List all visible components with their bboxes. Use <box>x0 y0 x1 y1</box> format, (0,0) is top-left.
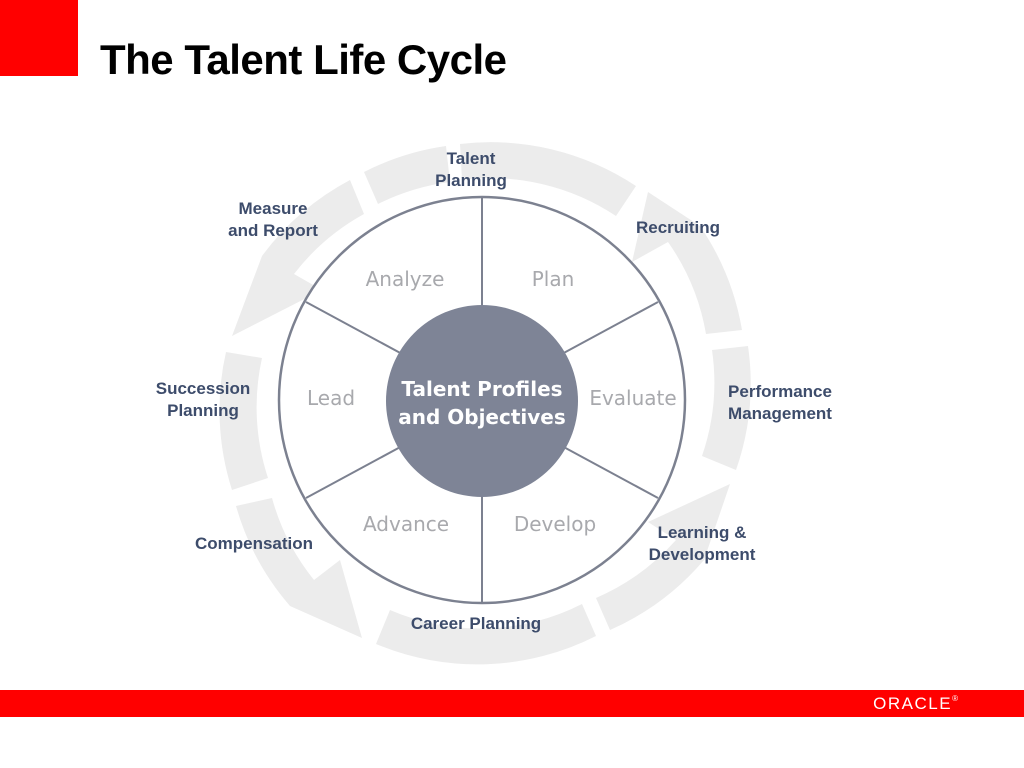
cycle-arrow-3 <box>702 346 751 470</box>
wheel-divider-upper-right <box>559 301 659 356</box>
label-performance-management: Performance Management <box>728 382 832 423</box>
wheel-divider-lower-right <box>559 444 659 499</box>
cycle-arrow-ring <box>219 142 751 665</box>
label-measure-and-report: Measure and Report <box>228 199 318 240</box>
slide-title: The Talent Life Cycle <box>100 36 507 83</box>
wheel-divider-upper-left <box>305 301 405 356</box>
center-hub <box>386 305 578 497</box>
cycle-arrow-7 <box>219 352 268 490</box>
cycle-arrow-2 <box>632 192 742 334</box>
segment-advance: Advance <box>363 512 449 536</box>
wheel-divider-lower-left <box>305 444 405 499</box>
cycle-arrow-4 <box>596 484 730 630</box>
center-label-line-1: Talent Profiles <box>401 377 562 401</box>
cycle-arrow-5 <box>376 604 596 665</box>
segment-develop: Develop <box>514 512 596 536</box>
segment-analyze: Analyze <box>366 267 445 291</box>
footer-bar: ORACLE® <box>0 690 1024 717</box>
segment-evaluate: Evaluate <box>589 386 676 410</box>
oracle-logo: ORACLE® <box>873 694 958 714</box>
cycle-arrow-8 <box>232 180 364 336</box>
wheel: Plan Evaluate Develop Advance Lead Analy… <box>277 195 687 605</box>
segment-lead: Lead <box>307 386 355 410</box>
oracle-registered-mark: ® <box>952 694 958 703</box>
label-career-planning: Career Planning <box>410 614 542 633</box>
oracle-logo-text: ORACLE <box>873 694 953 713</box>
label-talent-planning: Talent Planning <box>435 149 507 190</box>
label-succession-planning: Succession Planning <box>155 379 251 420</box>
cycle-arrow-6 <box>236 498 362 638</box>
cycle-arrow-9 <box>364 146 450 204</box>
cycle-arrow-1 <box>460 142 636 216</box>
segment-plan: Plan <box>532 267 575 291</box>
label-compensation: Compensation <box>194 534 314 553</box>
label-recruiting: Recruiting <box>635 218 721 237</box>
label-learning-development: Learning & Development <box>648 523 756 564</box>
corner-accent-block <box>0 0 78 76</box>
center-label-line-2: and Objectives <box>398 405 566 429</box>
